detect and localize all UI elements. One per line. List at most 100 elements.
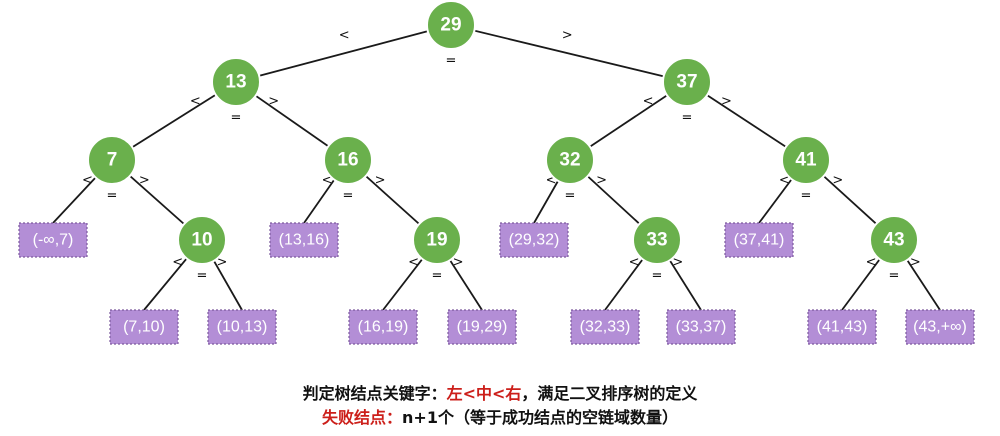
success-node-circle [87, 135, 137, 185]
mark-greater-n33: > [672, 255, 683, 270]
failure-node-box [109, 309, 179, 345]
mark-greater-n7: > [139, 173, 150, 188]
failure-node-f1: (-∞,7) [18, 222, 88, 258]
mark-less-n13: < [190, 94, 201, 109]
failure-node-f5: (16,19) [348, 309, 418, 345]
success-node-label: 29 [440, 15, 461, 36]
failure-node-box [724, 222, 794, 258]
caption-2-highlight: 失败结点： [322, 408, 403, 427]
failure-node-box [447, 309, 517, 345]
failure-node-f6: (19,29) [447, 309, 517, 345]
failure-node-box [570, 309, 640, 345]
success-node-label: 41 [795, 150, 817, 171]
success-node-circle [662, 57, 712, 107]
failure-node-label: (32,33) [580, 319, 631, 336]
failure-node-label: (37,41) [734, 232, 785, 249]
mark-equal-n7: = [107, 189, 118, 204]
caption-1-highlight: 左<中<右 [446, 384, 522, 403]
success-node-label: 32 [559, 150, 580, 171]
mark-equal-n16: = [343, 189, 354, 204]
failure-node-label: (13,16) [279, 232, 330, 249]
caption-2-suffix: n+1个（等于成功结点的空链域数量） [402, 408, 678, 427]
comparison-marks: <>=<>=<>=<>=<>=<>=<>=<>=<>=<>=<>= [82, 28, 921, 284]
failure-node-f9: (33,37) [666, 309, 736, 345]
failure-node-label: (16,19) [358, 319, 409, 336]
failure-node-f4: (13,16) [269, 222, 339, 258]
failure-node-label: (19,29) [457, 319, 508, 336]
mark-equal-n33: = [652, 269, 663, 284]
mark-greater-n13: > [268, 94, 279, 109]
success-node-circle [211, 57, 261, 107]
caption-1-prefix: 判定树结点关键字： [302, 384, 447, 403]
success-node-label: 10 [191, 230, 212, 251]
success-node-circle [545, 135, 595, 185]
mark-less-n33: < [629, 255, 640, 270]
success-node-circle [426, 0, 476, 50]
mark-less-n43: < [866, 255, 877, 270]
mark-equal-n37: = [682, 111, 693, 126]
mark-greater-n19: > [453, 255, 464, 270]
success-node-circle [632, 215, 682, 265]
edge-n29-n37 [450, 24, 688, 83]
success-node-label: 33 [646, 230, 667, 251]
success-node-label: 13 [225, 72, 246, 93]
mark-greater-n41: > [832, 173, 843, 188]
mark-greater-n29: > [562, 28, 573, 43]
mark-less-n37: < [643, 94, 654, 109]
failure-node-label: (33,37) [676, 319, 727, 336]
mark-greater-n10: > [216, 255, 227, 270]
failure-node-label: (7,10) [123, 319, 165, 336]
success-node-label: 37 [676, 72, 697, 93]
mark-equal-n29: = [446, 54, 457, 69]
success-node-circle [323, 135, 373, 185]
failure-node-label: (10,13) [217, 319, 268, 336]
mark-greater-n37: > [721, 94, 732, 109]
caption-decision-rule: 判定树结点关键字：左<中<右，满足二叉排序树的定义 [0, 380, 1000, 404]
mark-less-n19: < [408, 255, 419, 270]
mark-equal-n10: = [197, 269, 208, 284]
mark-less-n10: < [172, 255, 183, 270]
mark-greater-n32: > [596, 173, 607, 188]
caption-1-suffix: ，满足二叉排序树的定义 [521, 384, 698, 403]
mark-less-n41: < [779, 173, 790, 188]
failure-node-f10: (37,41) [724, 222, 794, 258]
success-node-n32: 32 [545, 135, 595, 185]
failure-node-f7: (29,32) [499, 222, 569, 258]
edge-n29-n13 [235, 24, 452, 83]
mark-less-n7: < [82, 173, 93, 188]
success-node-label: 16 [337, 150, 358, 171]
failure-node-label: (41,43) [817, 319, 868, 336]
failure-node-box [666, 309, 736, 345]
success-node-n37: 37 [662, 57, 712, 107]
failure-node-label: (43,+∞) [913, 319, 967, 336]
mark-greater-n16: > [375, 173, 386, 188]
failure-node-label: (29,32) [509, 232, 560, 249]
success-node-n13: 13 [211, 57, 261, 107]
success-node-n29: 29 [426, 0, 476, 50]
success-node-label: 7 [107, 150, 118, 171]
failure-node-f2: (7,10) [109, 309, 179, 345]
mark-less-n29: < [339, 28, 350, 43]
mark-greater-n43: > [910, 255, 921, 270]
failure-node-box [207, 309, 277, 345]
failure-node-box [269, 222, 339, 258]
failure-node-box [348, 309, 418, 345]
failure-node-box [499, 222, 569, 258]
failure-node-f8: (32,33) [570, 309, 640, 345]
failure-node-box [905, 309, 975, 345]
mark-less-n16: < [322, 173, 333, 188]
failure-nodes: (-∞,7) (7,10) (10,13) (13,16) (16,19) (19,29)… [18, 222, 975, 345]
success-node-circle [412, 215, 462, 265]
success-node-circle [869, 215, 919, 265]
success-node-circle [781, 135, 831, 185]
failure-node-f12: (43,+∞) [905, 309, 975, 345]
mark-equal-n19: = [432, 269, 443, 284]
failure-node-f3: (10,13) [207, 309, 277, 345]
mark-equal-n32: = [565, 189, 576, 204]
failure-node-label: (-∞,7) [33, 232, 74, 249]
mark-equal-n43: = [889, 269, 900, 284]
failure-node-f11: (41,43) [807, 309, 877, 345]
failure-node-box [807, 309, 877, 345]
